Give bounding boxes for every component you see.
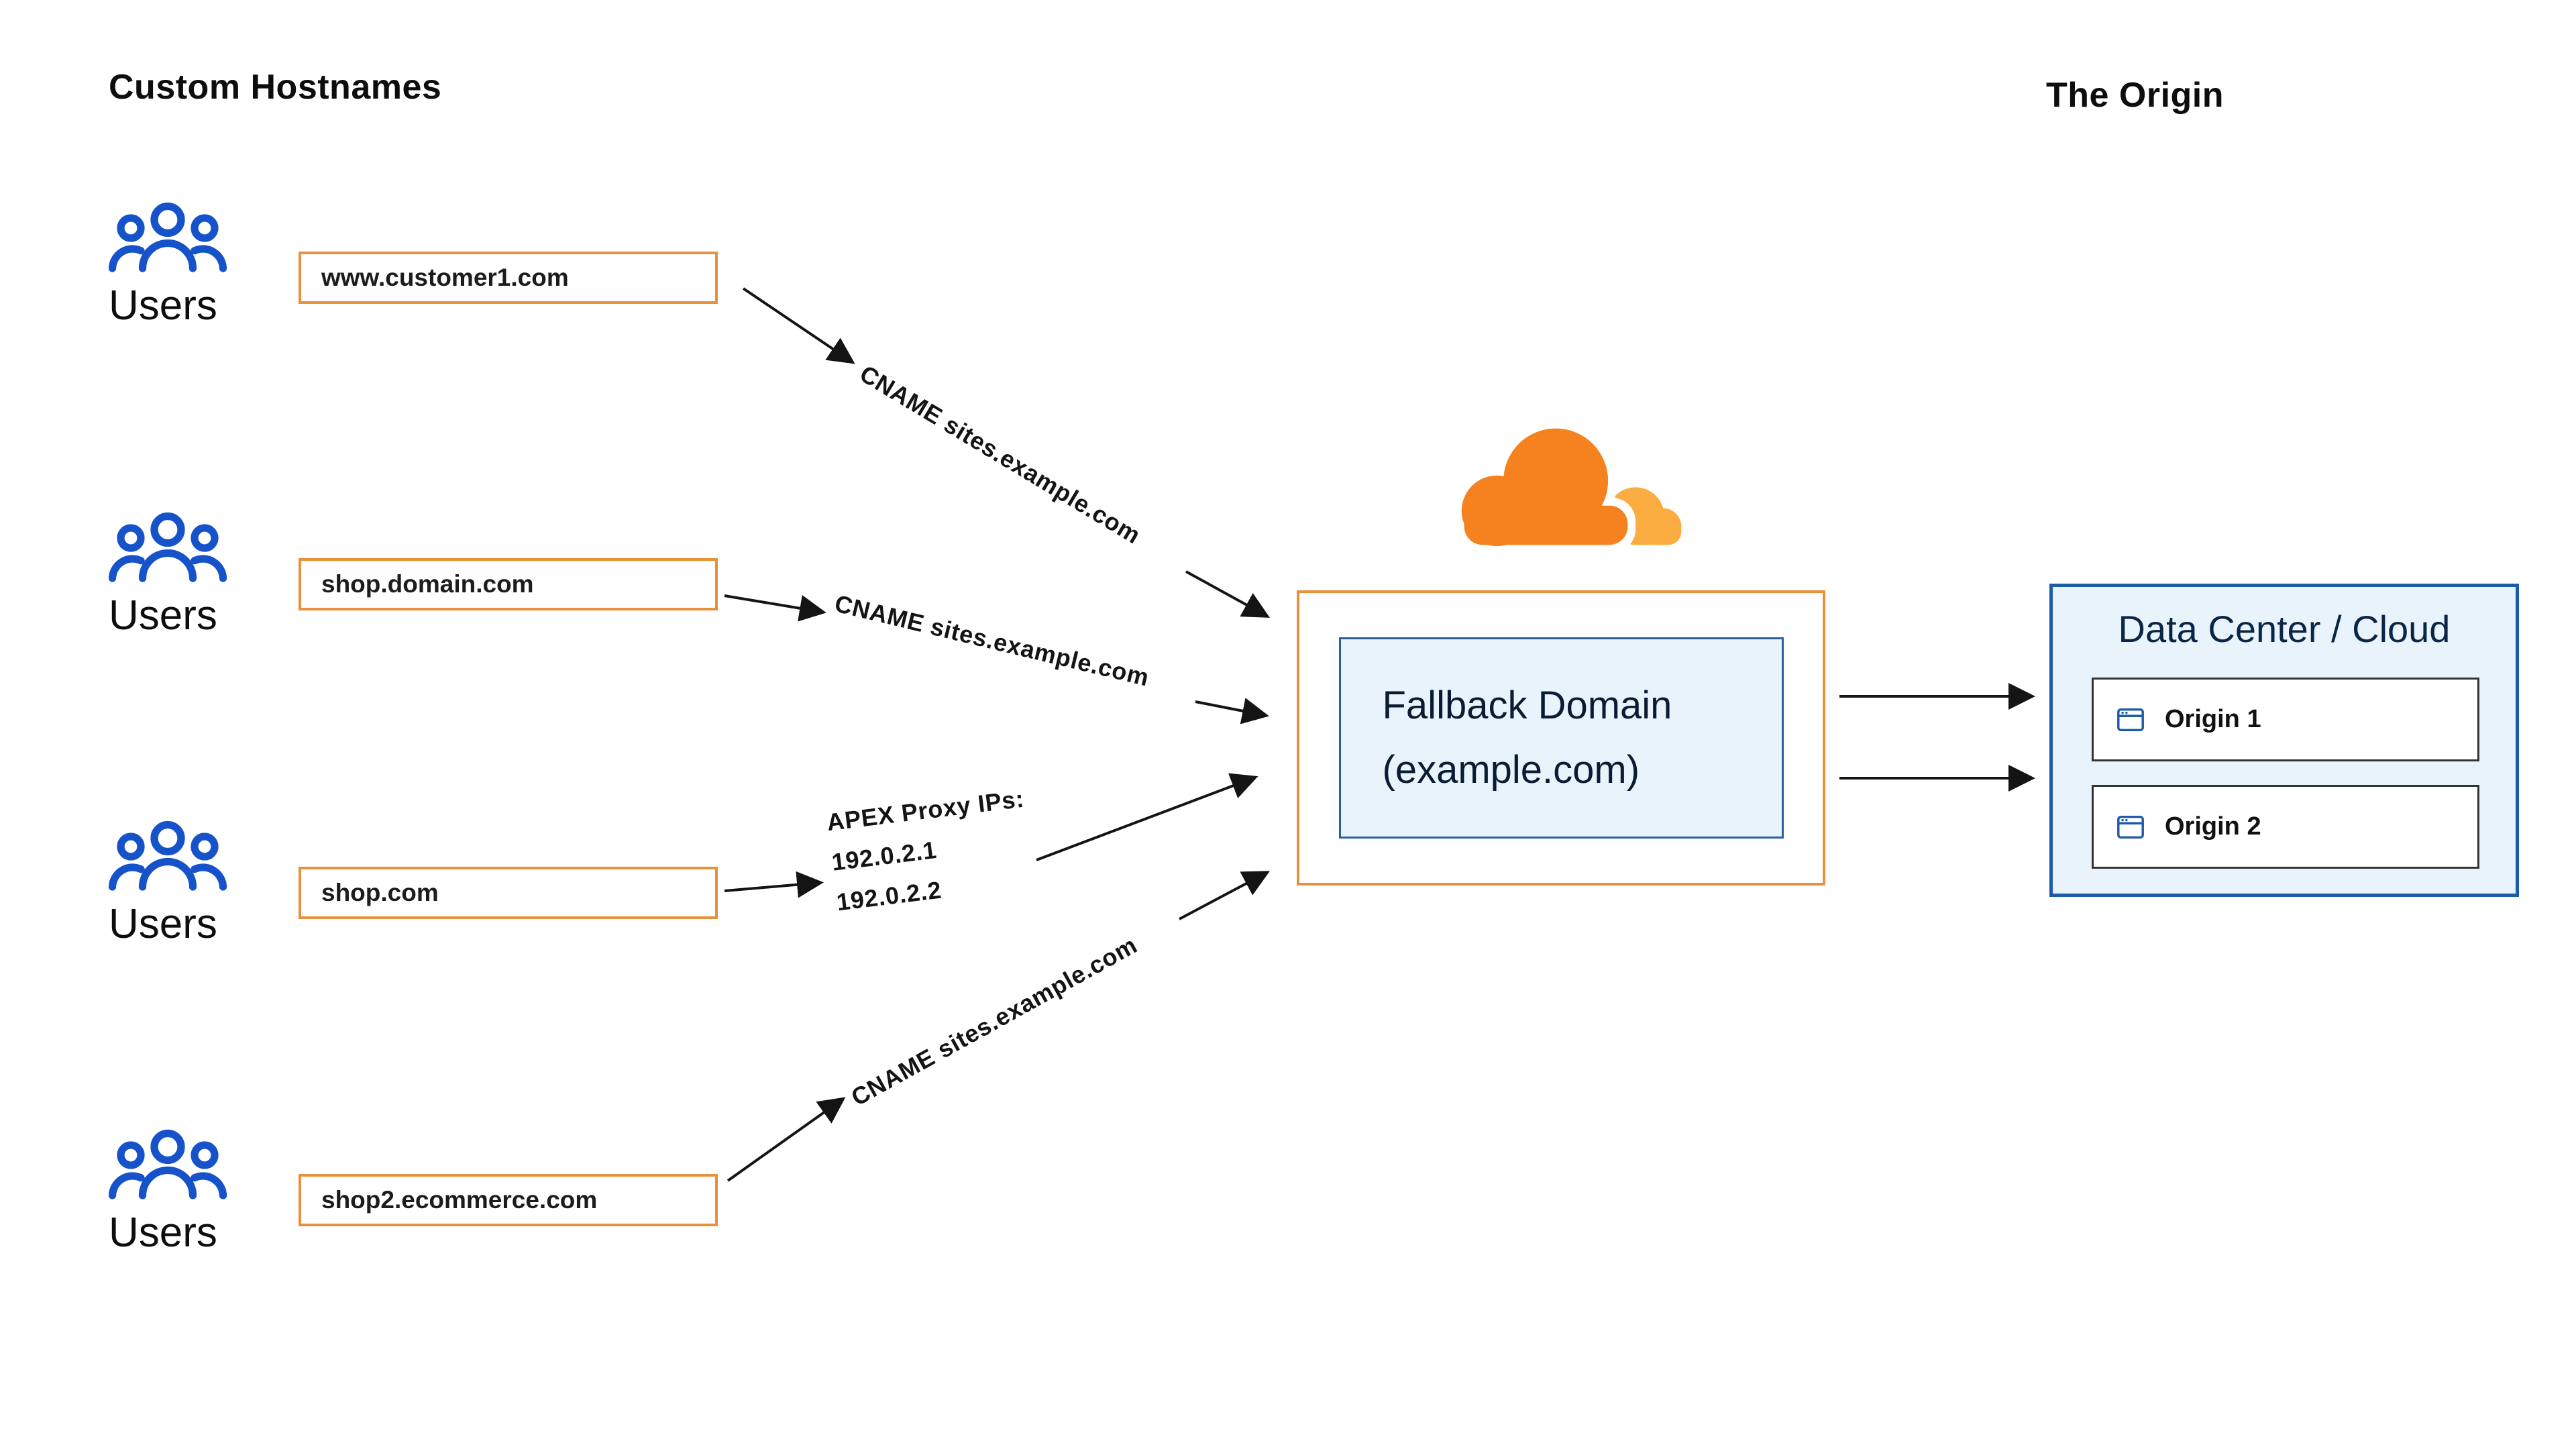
datacenter-title: Data Center / Cloud	[2118, 608, 2451, 650]
users-label: Users	[109, 592, 217, 639]
arrow-shopdomain-b	[1195, 698, 1269, 724]
arrow-shopdomain-a	[724, 594, 826, 622]
hostname-label: shop.com	[321, 879, 439, 906]
users-icon	[109, 202, 227, 272]
hostname-box-customer1: www.customer1.com	[299, 252, 718, 304]
user-group-1: Users	[109, 201, 283, 329]
origin-2-label: Origin 2	[2165, 812, 2261, 841]
users-label: Users	[109, 282, 217, 329]
datacenter-cloud-box: Data Center / Cloud Origin 1 Origin 2	[2049, 584, 2519, 897]
origin-2-box: Origin 2	[2092, 785, 2479, 869]
hostname-label: shop.domain.com	[321, 570, 534, 598]
arrow-lines	[724, 287, 2035, 1182]
hostname-box-shopcom: shop.com	[299, 867, 718, 919]
arrow-shopcom-b	[1036, 773, 1258, 861]
browser-window-icon	[2117, 815, 2144, 839]
browser-window-icon	[2117, 708, 2144, 731]
cloudflare-logo-icon	[1452, 419, 1682, 550]
arrow-shopcom-a	[724, 871, 824, 898]
cloudflare-zone-box: Fallback Domain (example.com)	[1297, 590, 1825, 885]
user-group-3: Users	[109, 820, 283, 948]
fallback-domain-line2: (example.com)	[1382, 748, 1640, 792]
users-icon	[109, 512, 227, 582]
user-group-2: Users	[109, 511, 283, 639]
origin-1-label: Origin 1	[2165, 705, 2261, 733]
user-group-4: Users	[109, 1128, 283, 1256]
arrow-customer1-b	[1185, 570, 1271, 618]
arrow-customer1-a	[742, 287, 855, 364]
users-label: Users	[109, 901, 217, 947]
hostname-label: shop2.ecommerce.com	[321, 1186, 598, 1214]
cloudflare-main-cloud	[1461, 428, 1628, 547]
hostname-box-shop2: shop2.ecommerce.com	[299, 1174, 718, 1226]
fallback-domain-box: Fallback Domain (example.com)	[1338, 637, 1784, 839]
arrow-shop2-a	[727, 1097, 846, 1182]
custom-hostnames-title: Custom Hostnames	[109, 68, 442, 107]
arrow-shop2-b	[1179, 871, 1271, 920]
hostname-label: www.customer1.com	[321, 264, 569, 291]
the-origin-title: The Origin	[2046, 76, 2224, 115]
users-label: Users	[109, 1210, 217, 1256]
edge-label-apex: APEX Proxy IPs: 192.0.2.1 192.0.2.2	[824, 779, 1036, 923]
users-icon	[109, 820, 227, 891]
hostname-box-shopdomain: shop.domain.com	[299, 558, 718, 610]
fallback-domain-line1: Fallback Domain	[1382, 684, 1672, 727]
users-icon	[109, 1129, 227, 1199]
origin-1-box: Origin 1	[2092, 678, 2479, 761]
